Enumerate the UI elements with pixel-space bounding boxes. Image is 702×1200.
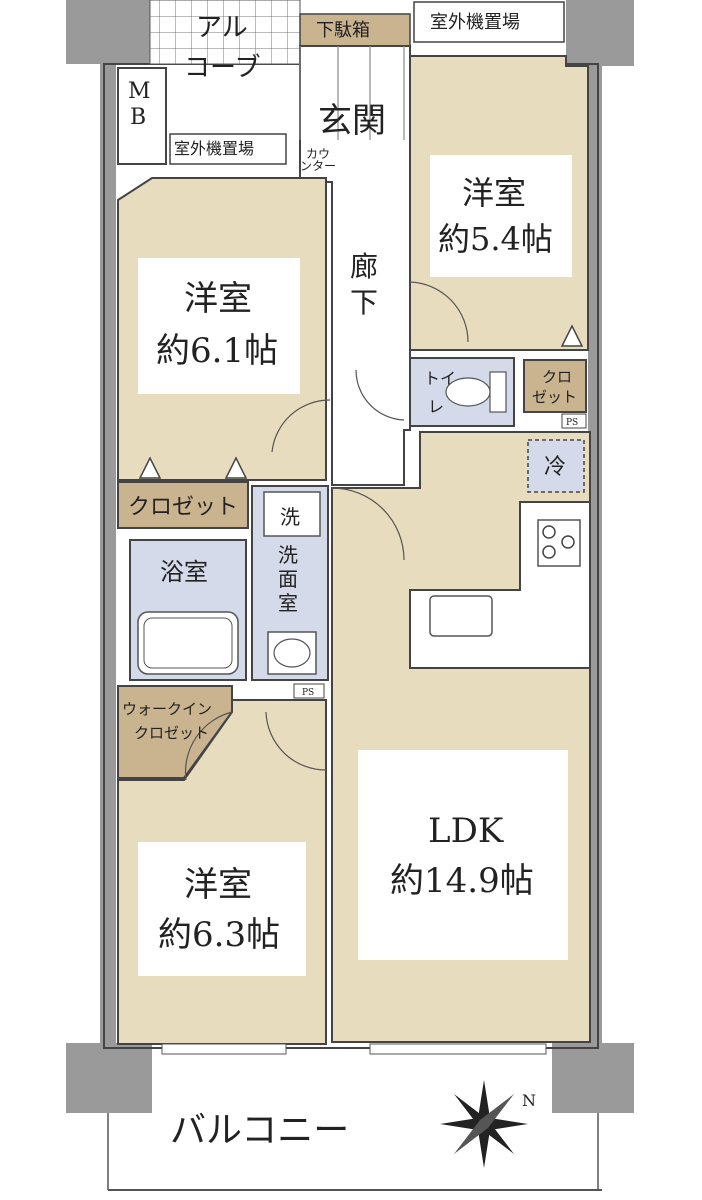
closet-main	[117, 481, 249, 529]
label-shoe-box: 下駄箱	[316, 20, 370, 41]
mb-box	[117, 67, 167, 165]
structure-walls	[66, 0, 634, 1113]
fridge-space	[527, 439, 585, 493]
label-north: N	[522, 1091, 536, 1110]
label-corridor-2: 下	[350, 286, 378, 319]
label-mb-2: B	[130, 105, 146, 130]
label-alcove-1: アル	[196, 13, 248, 43]
room-name-western-6-1: 洋室	[184, 279, 252, 319]
label-corridor-1: 廊	[350, 250, 378, 283]
label-entrance: 玄関	[318, 101, 386, 141]
room-size-western-6-1: 約6.1帖	[156, 331, 278, 371]
label-washer: 洗	[280, 505, 300, 529]
room-name-western-5-4: 洋室	[462, 174, 526, 212]
label-walkin-1: ウォークイン	[122, 700, 212, 718]
label-alcove-2: コーブ	[184, 53, 260, 83]
label-wash-room-3: 室	[278, 591, 298, 615]
balcony	[107, 1043, 602, 1191]
label-walkin-2: クロゼット	[134, 724, 209, 742]
label-closet-small-2: ゼット	[532, 388, 577, 406]
north-arrow-icon	[440, 1080, 528, 1168]
label-toilet-1: トイ	[424, 369, 456, 388]
label-wash-room-1: 洗	[278, 543, 298, 567]
outdoor-unit-mid	[169, 133, 287, 165]
room-name-western-6-3: 洋室	[184, 865, 252, 905]
label-mb-1: M	[128, 79, 151, 104]
label-counter-1: カウ	[306, 147, 330, 161]
label-balcony: バルコニー	[170, 1110, 349, 1151]
room-name-ldk: LDK	[428, 811, 504, 851]
label-wash-room-2: 面	[278, 567, 298, 591]
door-swings	[184, 46, 469, 781]
label-outdoor-unit-mid: 室外機置場	[174, 139, 254, 158]
label-outdoor-unit-top: 室外機置場	[430, 12, 520, 33]
label-closet-main: クロゼット	[128, 495, 238, 520]
room-size-western-5-4: 約5.4帖	[438, 220, 553, 258]
label-bath: 浴室	[160, 558, 208, 586]
room-size-western-6-3: 約6.3帖	[158, 915, 280, 955]
label-fridge: 冷	[544, 455, 566, 480]
label-closet-small-1: クロ	[542, 368, 572, 386]
outdoor-unit-top	[413, 1, 565, 43]
room-size-ldk: 約14.9帖	[390, 861, 534, 901]
alcove-floor	[150, 0, 300, 64]
closet-small	[523, 359, 587, 413]
label-ps-bottom: PS	[302, 688, 314, 698]
label-toilet-2: レ	[428, 397, 444, 416]
label-ps-top: PS	[566, 418, 578, 428]
label-counter-2: ンター	[300, 159, 336, 173]
